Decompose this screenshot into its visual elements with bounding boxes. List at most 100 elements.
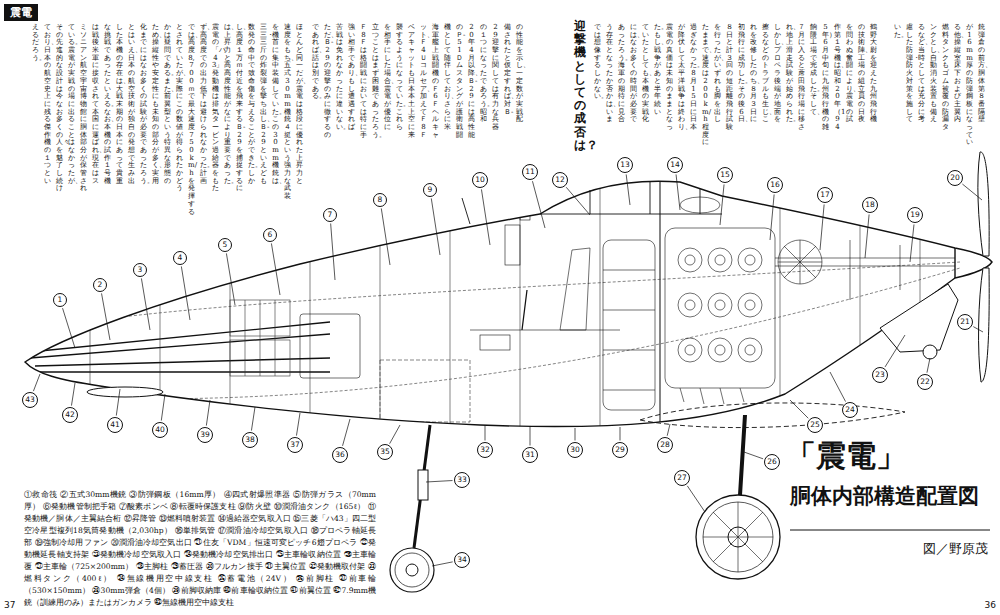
callout-circle: 9 [423,183,437,197]
extension-shaft [775,266,955,267]
bulkhead-line [520,150,521,450]
bulkhead-line [659,150,660,450]
fuel-tank [603,270,655,271]
body-text-column: ほとんど同一だが、震電は格段に優れた上昇力と [296,24,303,185]
leader-line [566,187,590,215]
body-text-column: の性能を示し、一定数が実戦配 [516,24,523,124]
leader-line [667,424,670,436]
body-text-column: ７月に入ると蓆田飛行場に移さ [798,24,805,132]
engine [738,248,762,272]
nose-gear [390,548,434,592]
engine [738,293,762,317]
callout-circle: 27 [674,470,690,486]
ammunition-box [245,300,246,376]
leader-line [381,208,390,265]
callout-circle: 39 [197,427,213,443]
leader-line [71,383,75,406]
leader-line [251,407,255,431]
body-text-column: ８日と計３回の短距離飛行試験 [726,24,733,132]
main-gear [713,512,763,562]
nose-gear [406,564,418,576]
callout-number: 36 [335,451,345,459]
exhaust-stub [700,388,704,404]
engine [745,345,755,355]
leader-line [790,400,808,418]
body-text-column: した本機の存在は、大戦末期の日本にあって貴重 [116,24,123,185]
leader-line [426,481,453,482]
leader-line [226,253,235,305]
fuel-tank [603,240,655,410]
body-text-column: 震電の真価は未知のままとなっ [666,24,673,132]
leader-line [770,194,774,240]
illustrator-credit: 図／野原茂 [923,540,988,558]
callout-number: 35 [380,448,390,456]
body-text-column: 機として随伴しており、さらに米 [444,24,451,132]
engine [715,300,725,310]
exhaust-stub [680,388,684,402]
leader-line [432,562,453,566]
body-text-column: う存在となったか否かは、いま [606,24,613,124]
body-text-column: のＰ-51Ｄムスタングが護衛戦闘 [456,24,463,139]
callout-number: 16 [770,181,780,189]
fuel-tank [603,350,655,351]
body-text-column: たままで、速度は200km/h程度に [702,24,709,147]
body-text-column: は、上昇力と高高度性能がなにより重要であった。 [224,24,231,185]
callout-circle: 25 [807,417,823,433]
body-text-column: しかし、プロペラ後端が地面を [774,24,781,124]
callout-circle: 20 [947,170,963,186]
engine [745,300,755,310]
callout-number: 9 [428,186,433,194]
leader-line [181,266,190,320]
fuel-tank [603,390,655,391]
callout-number: 37 [290,441,300,449]
callout-circle: 33 [454,472,470,488]
wing-position [640,403,905,428]
callout-number: 31 [525,451,535,459]
section-tab: 震電 [4,4,38,21]
callout-circle: 32 [477,442,493,458]
leader-line [973,327,983,332]
engine [685,300,695,310]
main-gear [740,415,745,495]
callout-number: 18 [865,201,875,209]
longeron-line [30,262,960,330]
body-text-column: 速度をもち、五式30mm機銃４挺という強力な武装 [284,24,291,201]
body-text-column: 海軍艦上戦闘機のＦ6Ｆヘルキャ [432,24,439,139]
callout-number: 20 [950,174,960,182]
exhaust-stub [680,388,744,404]
body-text-column: 銃弾倉の前方、胴体第８番隔壁 [978,24,985,124]
body-text-column: ンクとし、自動消火装置も備え [930,24,937,124]
fuselage-outline [25,181,992,426]
leader-line [532,181,545,228]
callout-number: 24 [845,406,855,414]
body-text-column: あったろう。海軍の期待に見合 [618,24,625,124]
engine [715,345,725,355]
gun-barrel [300,314,360,378]
fuselage-outline [25,181,992,426]
callout-circle: 14 [667,157,683,173]
body-text-column: が16mm厚の防弾鋼板になってい [966,24,973,147]
callout-circle: 24 [842,402,858,418]
callout-circle: 36 [332,447,348,463]
body-text-column: には、なお多くの時間が必要で [630,24,637,124]
callout-circle: 19 [907,207,923,223]
canopy-frame [540,214,722,215]
body-text-column: し、高度１万ｍ付近を飛来するＢ-29を捕捉するに [236,24,243,193]
leader-line [744,452,763,459]
leader-line [102,293,110,340]
leader-line [626,174,630,205]
engine [708,338,732,362]
ventral-fin [880,284,958,359]
callout-circle: 5 [218,238,232,252]
leader-line [620,427,621,441]
diagram-subtitle: 胴体内部構造配置図 [790,482,979,510]
callout-circle: 2 [93,278,107,292]
canard [87,387,163,397]
leader-line [575,428,576,441]
leader-line [485,425,486,441]
callout-circle: 15 [717,167,733,183]
body-text-column: では想像するしかない。 [594,24,601,101]
body-text-column: 作第１号機は、昭和20年（194 [834,24,841,132]
leader-line [141,278,150,330]
nose-gear [414,425,430,548]
